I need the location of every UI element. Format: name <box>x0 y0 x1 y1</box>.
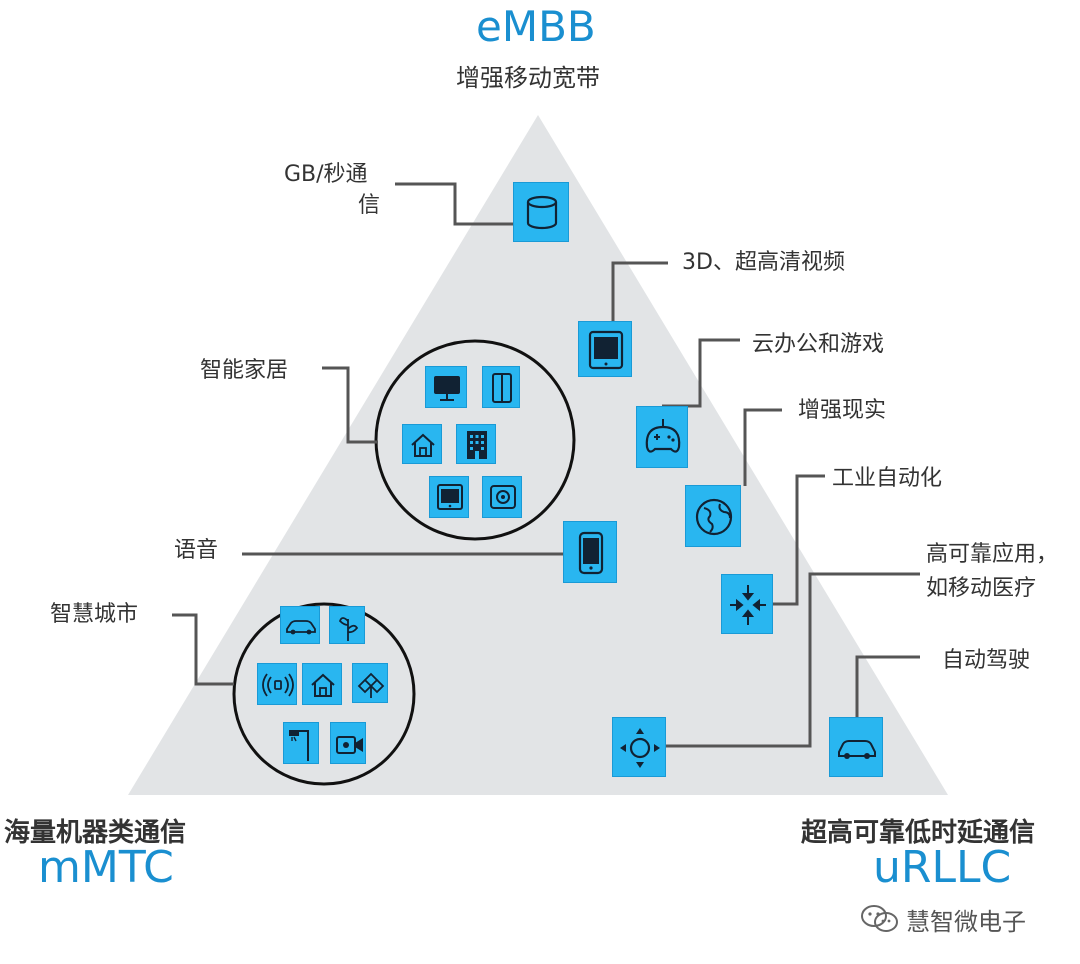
gb-connector <box>395 182 513 226</box>
smarthome-circle <box>374 339 576 541</box>
gb-label: GB/秒通 <box>284 162 368 187</box>
industry-connector <box>772 474 825 606</box>
smarthome-connector <box>322 366 378 444</box>
house-icon <box>302 663 342 705</box>
screen-icon <box>429 476 469 518</box>
phone-icon <box>563 521 617 583</box>
drone-icon <box>352 663 388 703</box>
cloud-label: 云办公和游戏 <box>752 332 885 357</box>
voice-label: 语音 <box>174 538 219 563</box>
smartcity-circle <box>232 602 416 786</box>
smartcity-label: 智慧城市 <box>50 602 139 627</box>
smarthome-label: 智能家居 <box>200 358 289 383</box>
industry-label: 工业自动化 <box>832 466 943 491</box>
medical-label-line1: 高可靠应用， <box>926 542 1059 567</box>
wireless-icon <box>257 663 297 705</box>
smartcity-connector <box>172 613 234 686</box>
embb-acronym: eMBB <box>476 2 596 51</box>
urllc-acronym: uRLLC <box>873 842 1012 893</box>
tablet-icon <box>578 321 632 377</box>
car-icon <box>280 606 320 644</box>
house-icon <box>402 424 442 464</box>
globe-icon <box>685 485 741 547</box>
arrows-icon <box>721 574 773 634</box>
washer-icon <box>482 476 522 518</box>
watermark-text: 慧智微电子 <box>906 908 1026 936</box>
streetlight-icon <box>283 722 319 764</box>
monitor-icon <box>425 366 467 408</box>
plant-icon <box>329 606 365 644</box>
medical-label-line2: 如移动医疗 <box>926 576 1037 601</box>
ar-connector <box>743 408 782 486</box>
embb-name: 增强移动宽带 <box>456 64 600 92</box>
gamepad-icon <box>636 406 688 468</box>
wechat-icon <box>861 905 898 932</box>
video-connector <box>611 261 668 321</box>
medical-connector <box>665 572 920 748</box>
car-icon <box>829 717 883 777</box>
gb-label-line2: 信 <box>358 193 381 218</box>
compass-icon <box>612 717 666 777</box>
fridge-icon <box>482 366 520 408</box>
urllc-name: 超高可靠低时延通信 <box>801 818 1036 848</box>
video-label: 3D、超高清视频 <box>682 250 845 275</box>
autodrive-label: 自动驾驶 <box>942 648 1031 673</box>
building-icon <box>456 424 496 464</box>
camera-icon <box>330 722 366 764</box>
autodrive-connector <box>855 655 920 717</box>
mmtc-name: 海量机器类通信 <box>4 818 187 848</box>
database-icon <box>513 182 569 242</box>
ar-label: 增强现实 <box>798 398 887 423</box>
mmtc-acronym: mMTC <box>38 842 174 893</box>
